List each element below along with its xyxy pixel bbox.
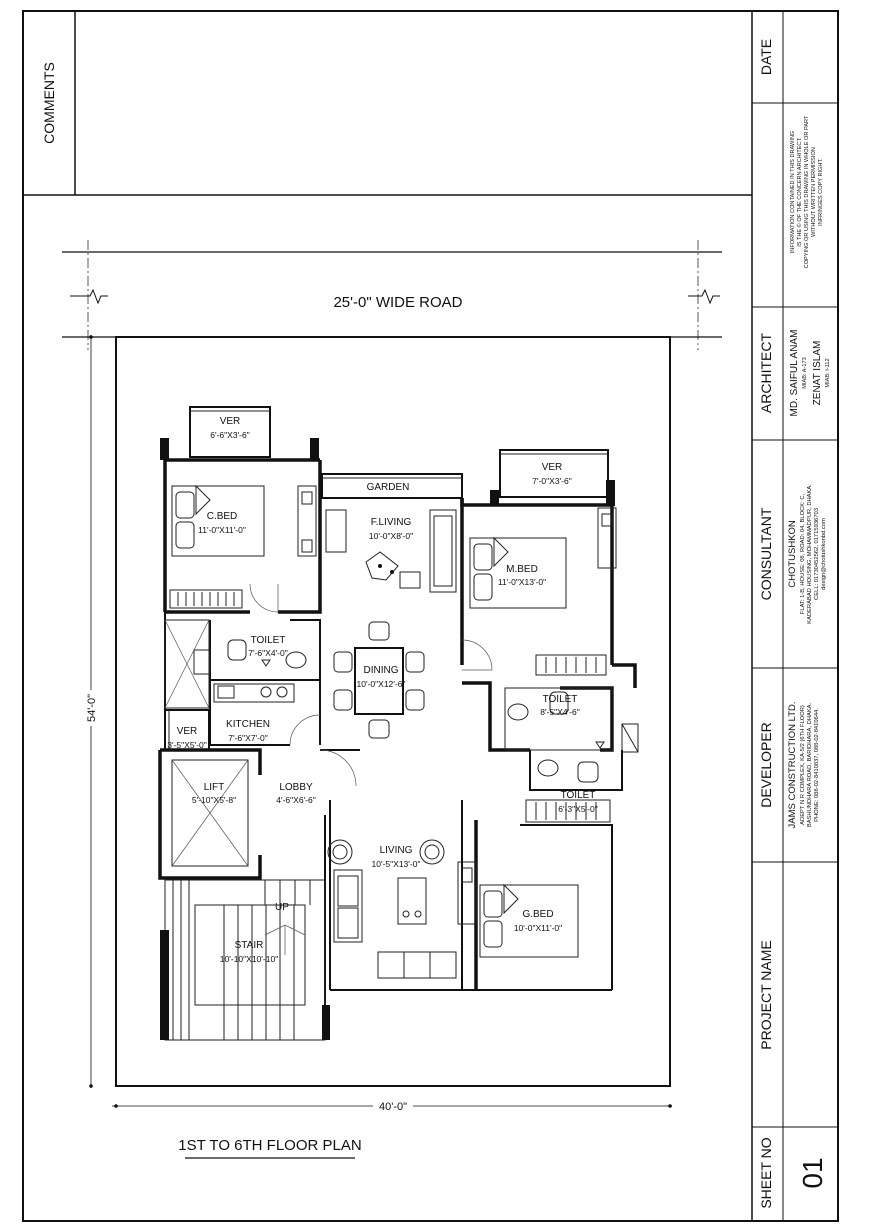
room-mbed-size: 11'-0"X13'-0" [498, 577, 546, 587]
consultant-name: CHOTUSHKON [787, 520, 798, 588]
room-stair-name: STAIR [235, 940, 264, 951]
disclaimer-line-5: INFRINGES COPY RIGHT. [818, 158, 824, 226]
stair-up-label: UP [275, 902, 289, 913]
room-garden-name: GARDEN [367, 482, 410, 493]
room-gbed-name: G.BED [522, 909, 553, 920]
sheet-border [22, 10, 839, 1222]
road-label: 25'-0" WIDE ROAD [333, 294, 462, 311]
room-gbed-size: 10'-0"X11'-0" [514, 923, 562, 933]
width-dimension: 40'-0" [112, 1098, 672, 1113]
room-ver-tl-name: VER [220, 416, 241, 427]
plan-title: 1ST TO 6TH FLOOR PLAN [178, 1137, 361, 1154]
developer-label: DEVELOPER [758, 722, 774, 808]
room-dining-size: 10'-0"X12'-6" [357, 679, 406, 689]
width-dim-label: 40'-0" [379, 1101, 407, 1113]
room-toilet-br-name: TOILET [561, 790, 596, 801]
room-kitchen-size: 7'-6"X7'-0" [228, 733, 268, 743]
road: 25'-0" WIDE ROAD [62, 240, 722, 350]
disclaimer-line-3: COPYING OR USING THIS DRAWING IN WHOLE O… [804, 115, 810, 268]
room-cbed-name: C.BED [207, 511, 238, 522]
date-label: DATE [758, 39, 774, 75]
depth-dimension: 54'-0" [84, 335, 98, 1088]
architect-1-name: MD. SAIFUL ANAM [789, 330, 800, 417]
disclaimer-line-1: INFORMATION CONTAINED IN THIS DRAWING [790, 131, 796, 254]
sheet-no-label: SHEET NO [758, 1137, 774, 1208]
consultant-line-2: KADERABAD HOUSING, MOHAMMADPUR, DHAKA. [807, 484, 813, 624]
floor-plan [158, 406, 639, 1041]
room-stair-size: 10'-10"X10'-10" [220, 954, 278, 964]
architect-label: ARCHITECT [758, 333, 774, 414]
architect-2-name: ZENAT ISLAM [812, 341, 823, 406]
developer-line-1: ADEPT N R COMPLEX, KA-5/2 (6TH FLOOR) [800, 705, 806, 825]
room-living-name: LIVING [380, 845, 413, 856]
room-kitchen-name: KITCHEN [226, 719, 270, 730]
room-toilet-tl-name: TOILET [251, 635, 286, 646]
room-toilet-br-size: 6'-3"X5'-0" [558, 804, 598, 814]
architect-2-reg: MIAB: I-112 [825, 358, 831, 387]
developer-line-3: PHONE: 088-02-8410837, 088-02-8410644. [814, 708, 820, 822]
room-toilet-tl-size: 7'-6"X4'-0" [248, 648, 288, 658]
room-toilet-mid-size: 8'-5"X4'-6" [540, 707, 580, 717]
room-cbed-size: 11'-0"X11'-0" [198, 525, 246, 535]
room-living-size: 10'-5"X13'-0" [372, 859, 421, 869]
room-fliving-name: F.LIVING [371, 517, 412, 528]
room-labels: VER 6'-6"X3'-6" VER 7'-0"X3'-6" GARDEN C… [167, 416, 598, 964]
architect-1-reg: MIAB: A-173 [802, 357, 808, 388]
consultant-label: CONSULTANT [758, 507, 774, 600]
sheet-number: 01 [797, 1157, 828, 1188]
comments-label: COMMENTS [41, 62, 57, 144]
developer-line-2: BASHUNDHARA ROAD, BARIDHARA, DHAKA. [807, 702, 813, 827]
room-ver-left-size: 3'-5"X5'-0" [167, 740, 207, 750]
depth-dim-label: 54'-0" [86, 694, 98, 722]
room-ver-tr-size: 7'-0"X3'-6" [532, 476, 572, 486]
room-lift-name: LIFT [204, 782, 225, 793]
room-lift-size: 5'-10"X5'-8" [192, 795, 236, 805]
room-lobby-name: LOBBY [279, 782, 313, 793]
plot-boundary [115, 336, 671, 1087]
consultant-line-4: design@chotushkonbd.com [821, 518, 827, 590]
room-toilet-mid-name: TOILET [543, 694, 578, 705]
disclaimer-line-4: WITHOUT WRITTEN PERMISSION [811, 147, 817, 237]
room-lobby-size: 4'-6"X6'-6" [276, 795, 316, 805]
room-dining-name: DINING [364, 665, 399, 676]
disclaimer-line-2: IS THE © OF THE CONCERN ARCHITECT. [796, 137, 803, 247]
room-ver-left-name: VER [177, 726, 198, 737]
developer-name: JAMS CONSTRUCTION LTD. [787, 701, 798, 828]
consultant-line-1: FLAT: 1-B, HOUSE: 08, ROAD: 04, BLOCK: C… [800, 493, 806, 614]
room-mbed-name: M.BED [506, 564, 538, 575]
project-name-label: PROJECT NAME [758, 940, 774, 1049]
room-ver-tl-size: 6'-6"X3'-6" [210, 430, 250, 440]
consultant-line-3: CELL: 01730452562, 01715936703 [814, 508, 820, 600]
room-ver-tr-name: VER [542, 462, 563, 473]
room-fliving-size: 10'-0"X8'-0" [369, 531, 413, 541]
